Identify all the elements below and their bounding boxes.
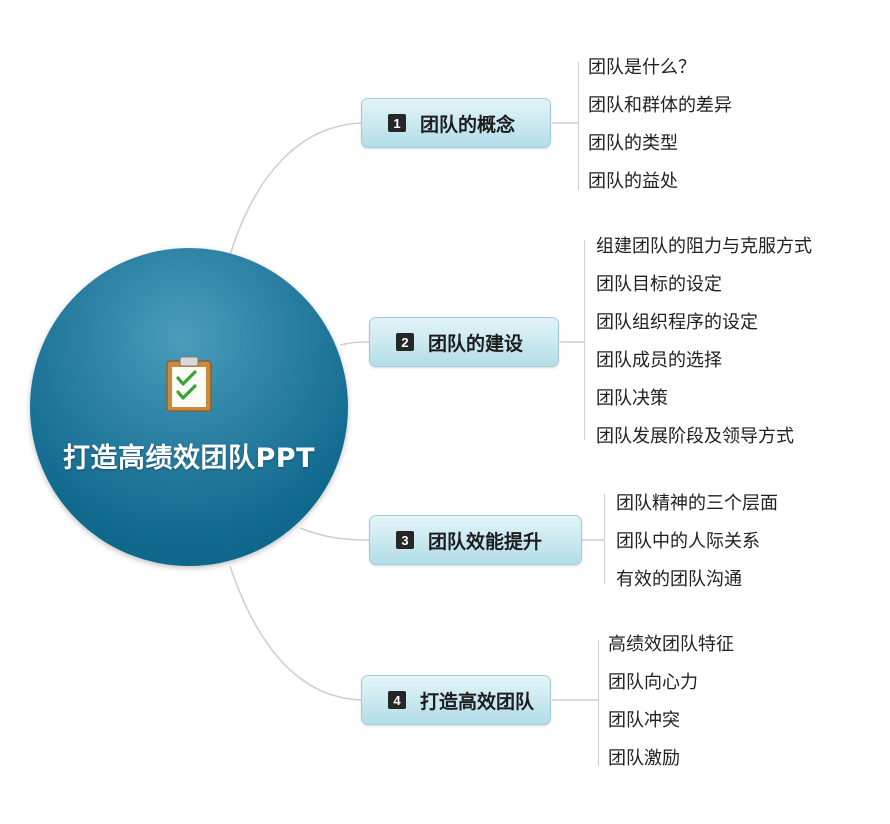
topic-label: 团队的概念 — [420, 113, 516, 136]
subtopic-item[interactable]: 团队的益处 — [588, 171, 678, 192]
subtopic-item[interactable]: 团队精神的三个层面 — [616, 493, 778, 514]
subtopic-item[interactable]: 团队中的人际关系 — [616, 531, 760, 552]
subtopic-bracket-1 — [578, 62, 579, 190]
topic-node-4[interactable]: 4 打造高效团队 — [361, 675, 551, 725]
topic-node-3[interactable]: 3 团队效能提升 — [369, 515, 582, 565]
topic-node-2[interactable]: 2 团队的建设 — [369, 317, 559, 367]
subtopic-bracket-4 — [598, 640, 599, 766]
subtopic-item[interactable]: 团队激励 — [608, 748, 680, 769]
subtopic-item[interactable]: 有效的团队沟通 — [616, 569, 742, 590]
subtopic-bracket-3 — [604, 494, 605, 584]
topic-label: 团队的建设 — [428, 332, 524, 355]
connector-topic-4 — [229, 565, 363, 701]
subtopic-item[interactable]: 团队是什么？ — [588, 57, 696, 78]
central-node[interactable]: 打造高绩效团队PPT — [30, 248, 348, 566]
subtopic-item[interactable]: 团队目标的设定 — [596, 274, 722, 295]
topic-label: 团队效能提升 — [428, 530, 543, 553]
subtopic-item[interactable]: 团队决策 — [596, 388, 668, 409]
connector-topic-2 — [339, 341, 371, 346]
subtopic-item[interactable]: 组建团队的阻力与克服方式 — [596, 236, 812, 257]
topic-number-badge: 1 — [388, 114, 406, 132]
topic-node-1[interactable]: 1 团队的概念 — [361, 98, 551, 148]
topic-label: 打造高效团队 — [420, 690, 535, 713]
subtopic-item[interactable]: 高绩效团队特征 — [608, 634, 734, 655]
clipboard-check-icon — [166, 356, 212, 412]
connector-topic-3 — [299, 527, 371, 541]
topic-number-badge: 2 — [396, 333, 414, 351]
subtopic-item[interactable]: 团队向心力 — [608, 672, 698, 693]
topic-number-badge: 3 — [396, 531, 414, 549]
subtopic-item[interactable]: 团队发展阶段及领导方式 — [596, 426, 794, 447]
subtopic-item[interactable]: 团队组织程序的设定 — [596, 312, 758, 333]
topic-number-badge: 4 — [388, 691, 406, 709]
subtopic-item[interactable]: 团队的类型 — [588, 133, 678, 154]
subtopic-item[interactable]: 团队冲突 — [608, 710, 680, 731]
central-title: 打造高绩效团队PPT — [63, 443, 315, 474]
subtopic-item[interactable]: 团队成员的选择 — [596, 350, 722, 371]
connector-topic-1 — [229, 122, 363, 256]
subtopic-item[interactable]: 团队和群体的差异 — [588, 95, 732, 116]
subtopic-bracket-2 — [584, 240, 585, 440]
